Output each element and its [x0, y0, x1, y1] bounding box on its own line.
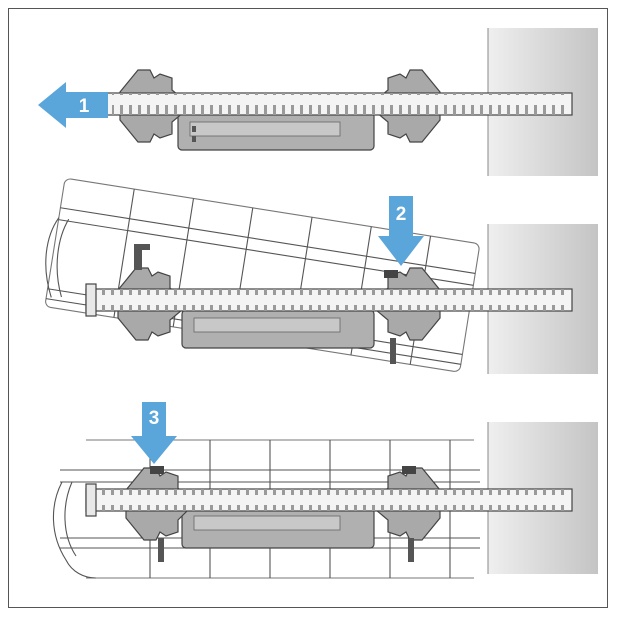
- panel-step-3: 3: [52, 402, 598, 579]
- panel-step-2: 2: [45, 178, 598, 374]
- rail-icon: [85, 483, 573, 517]
- step-1-arrow: 1: [38, 82, 108, 128]
- rail-icon: [105, 92, 573, 116]
- step-1-number: 1: [79, 96, 90, 117]
- step-2-arrow: 2: [378, 196, 424, 266]
- step-3-number: 3: [149, 408, 160, 429]
- arrow-left-icon: [38, 82, 108, 128]
- step-3-arrow: 3: [131, 402, 177, 464]
- step-2-number: 2: [396, 204, 407, 225]
- arrow-down-icon: [378, 196, 424, 266]
- arrow-down-icon: [131, 402, 177, 464]
- rail-icon: [85, 283, 573, 317]
- panel-step-1: 1: [38, 28, 598, 176]
